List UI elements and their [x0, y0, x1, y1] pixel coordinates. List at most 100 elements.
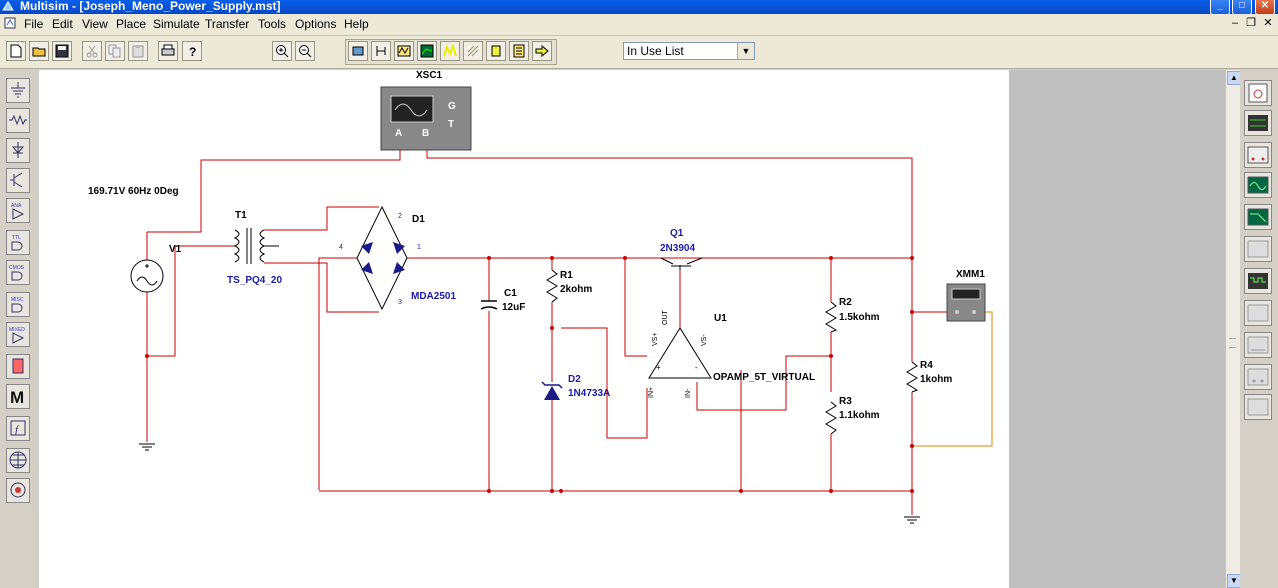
- save-icon: [55, 44, 69, 58]
- minimize-button[interactable]: _: [1210, 0, 1230, 15]
- menu-place[interactable]: Place: [116, 17, 147, 31]
- copy-button[interactable]: [105, 41, 125, 61]
- chevron-down-icon[interactable]: ▼: [737, 43, 754, 59]
- vhdl-button[interactable]: [486, 41, 506, 61]
- simulate-button[interactable]: [417, 41, 437, 61]
- misc-digital-button[interactable]: MISC: [6, 292, 30, 317]
- open-button[interactable]: [29, 41, 49, 61]
- r2-resistor[interactable]: R2 1.5kohm: [825, 297, 880, 333]
- menu-view[interactable]: View: [82, 17, 108, 31]
- multisim-app-icon[interactable]: [2, 1, 14, 12]
- scroll-up-arrow-icon[interactable]: ▲: [1227, 71, 1241, 85]
- vertical-scrollbar[interactable]: ▲ ▼: [1225, 70, 1241, 588]
- misc-button[interactable]: M: [6, 384, 30, 409]
- logic-converter-button[interactable]: [1244, 300, 1272, 326]
- close-button[interactable]: ✕: [1255, 0, 1275, 15]
- c1-capacitor[interactable]: C1 12uF: [480, 288, 525, 313]
- xmm1-multimeter[interactable]: XMM1: [946, 269, 986, 322]
- mdi-minimize-button[interactable]: –: [1231, 17, 1239, 29]
- sources-button[interactable]: [6, 78, 30, 103]
- scroll-thumb-grip[interactable]: [1229, 338, 1236, 348]
- scroll-down-arrow-icon[interactable]: ▼: [1227, 574, 1241, 588]
- d1-label: D1: [412, 214, 425, 225]
- electromechanical-button[interactable]: [6, 478, 30, 503]
- menu-help[interactable]: Help: [344, 17, 369, 31]
- help-button[interactable]: ?: [182, 41, 202, 61]
- paste-button[interactable]: [128, 41, 148, 61]
- bode-plotter-icon: [1247, 208, 1269, 226]
- wattmeter-button[interactable]: [1244, 142, 1272, 168]
- word-generator-button[interactable]: [1244, 236, 1272, 262]
- new-button[interactable]: [6, 41, 26, 61]
- distortion-analyzer-button[interactable]: [1244, 332, 1272, 358]
- network-analyzer-button[interactable]: [1244, 394, 1272, 420]
- multimeter-instrument-button[interactable]: [1244, 80, 1272, 106]
- menu-transfer[interactable]: Transfer: [205, 17, 250, 31]
- xsc1-g-terminal: G: [448, 101, 456, 112]
- ground-symbol-left: [139, 443, 155, 451]
- u1-opamp[interactable]: U1 OPAMP_5T_VIRTUAL OUT VS+ VS- IN+ IN- …: [648, 310, 815, 399]
- in-use-list-dropdown[interactable]: In Use List ▼: [623, 42, 755, 60]
- transistors-button[interactable]: [6, 168, 30, 193]
- oscilloscope-button[interactable]: [1244, 172, 1272, 198]
- xsc1-label: XSC1: [416, 70, 443, 81]
- d1-bridge-rectifier[interactable]: D1 MDA2501 2 1 3 4: [339, 205, 456, 311]
- r4-value-label: 1kohm: [920, 374, 952, 385]
- mdi-restore-button[interactable]: ❐: [1246, 17, 1256, 29]
- logic-analyzer-button[interactable]: [1244, 268, 1272, 294]
- zoom-in-button[interactable]: [272, 41, 292, 61]
- r3-resistor[interactable]: R3 1.1kohm: [825, 396, 880, 435]
- misc-digital-icon: MISC: [11, 297, 24, 313]
- basic-button[interactable]: [6, 108, 30, 133]
- menu-edit[interactable]: Edit: [52, 17, 73, 31]
- t1-label: T1: [235, 210, 247, 221]
- r3-label: R3: [839, 396, 852, 407]
- title-bar: Multisim - [Joseph_Meno_Power_Supply.mst…: [0, 0, 1278, 15]
- mixed-button[interactable]: MIXED: [6, 322, 30, 347]
- menu-file[interactable]: File: [24, 17, 44, 31]
- c1-value-label: 12uF: [502, 302, 525, 313]
- u1-minus-sign: -: [695, 363, 698, 372]
- cmos-button[interactable]: CMOS: [6, 260, 30, 285]
- svg-text:CMOS: CMOS: [9, 265, 25, 271]
- analog-opamp-icon: ANA: [11, 203, 25, 220]
- logic-analyzer-icon: [1248, 273, 1268, 289]
- mdi-close-button[interactable]: ✕: [1263, 17, 1273, 29]
- spectrum-analyzer-button[interactable]: [1244, 364, 1272, 390]
- menu-simulate[interactable]: Simulate: [153, 17, 200, 31]
- r1-resistor[interactable]: R1 2kohm: [546, 269, 592, 303]
- maximize-button[interactable]: □: [1232, 0, 1252, 15]
- print-button[interactable]: [158, 41, 178, 61]
- diodes-button[interactable]: [6, 138, 30, 163]
- component-editor-button[interactable]: [371, 41, 391, 61]
- controls-button[interactable]: f: [6, 416, 30, 441]
- bode-plotter-button[interactable]: [1244, 204, 1272, 230]
- menu-bar: File Edit View Place Simulate Transfer T…: [0, 14, 1278, 36]
- cut-button[interactable]: [82, 41, 102, 61]
- xsc1-oscilloscope[interactable]: XSC1 G T A B: [380, 70, 472, 151]
- report-button[interactable]: [509, 41, 529, 61]
- postprocessor-button[interactable]: [463, 41, 483, 61]
- v1-label: V1: [169, 244, 182, 255]
- instruments-button[interactable]: [394, 41, 414, 61]
- function-generator-button[interactable]: [1244, 110, 1272, 136]
- analysis-button[interactable]: [440, 41, 460, 61]
- rf-button[interactable]: [6, 448, 30, 473]
- analog-button[interactable]: ANA: [6, 198, 30, 223]
- menu-tools[interactable]: Tools: [258, 17, 287, 31]
- component-button[interactable]: [348, 41, 368, 61]
- schematic-canvas[interactable]: [39, 70, 1009, 588]
- wattmeter-icon: [1247, 146, 1269, 164]
- indicators-button[interactable]: [6, 354, 30, 379]
- zoom-out-button[interactable]: [295, 41, 315, 61]
- t1-transformer[interactable]: T1 TS_PQ4_20: [227, 210, 282, 286]
- save-button[interactable]: [52, 41, 72, 61]
- v1-ac-source[interactable]: V1 169.71V 60Hz 0Deg: [88, 186, 182, 293]
- menu-options[interactable]: Options: [295, 17, 337, 31]
- d2-zener-diode[interactable]: D2 1N4733A: [541, 374, 610, 400]
- r4-resistor[interactable]: R4 1kohm: [906, 360, 952, 393]
- q1-transistor[interactable]: Q1 2N3904: [660, 228, 703, 270]
- document-icon[interactable]: [4, 17, 16, 29]
- ttl-button[interactable]: TTL: [6, 230, 30, 255]
- transfer-button[interactable]: [532, 41, 552, 61]
